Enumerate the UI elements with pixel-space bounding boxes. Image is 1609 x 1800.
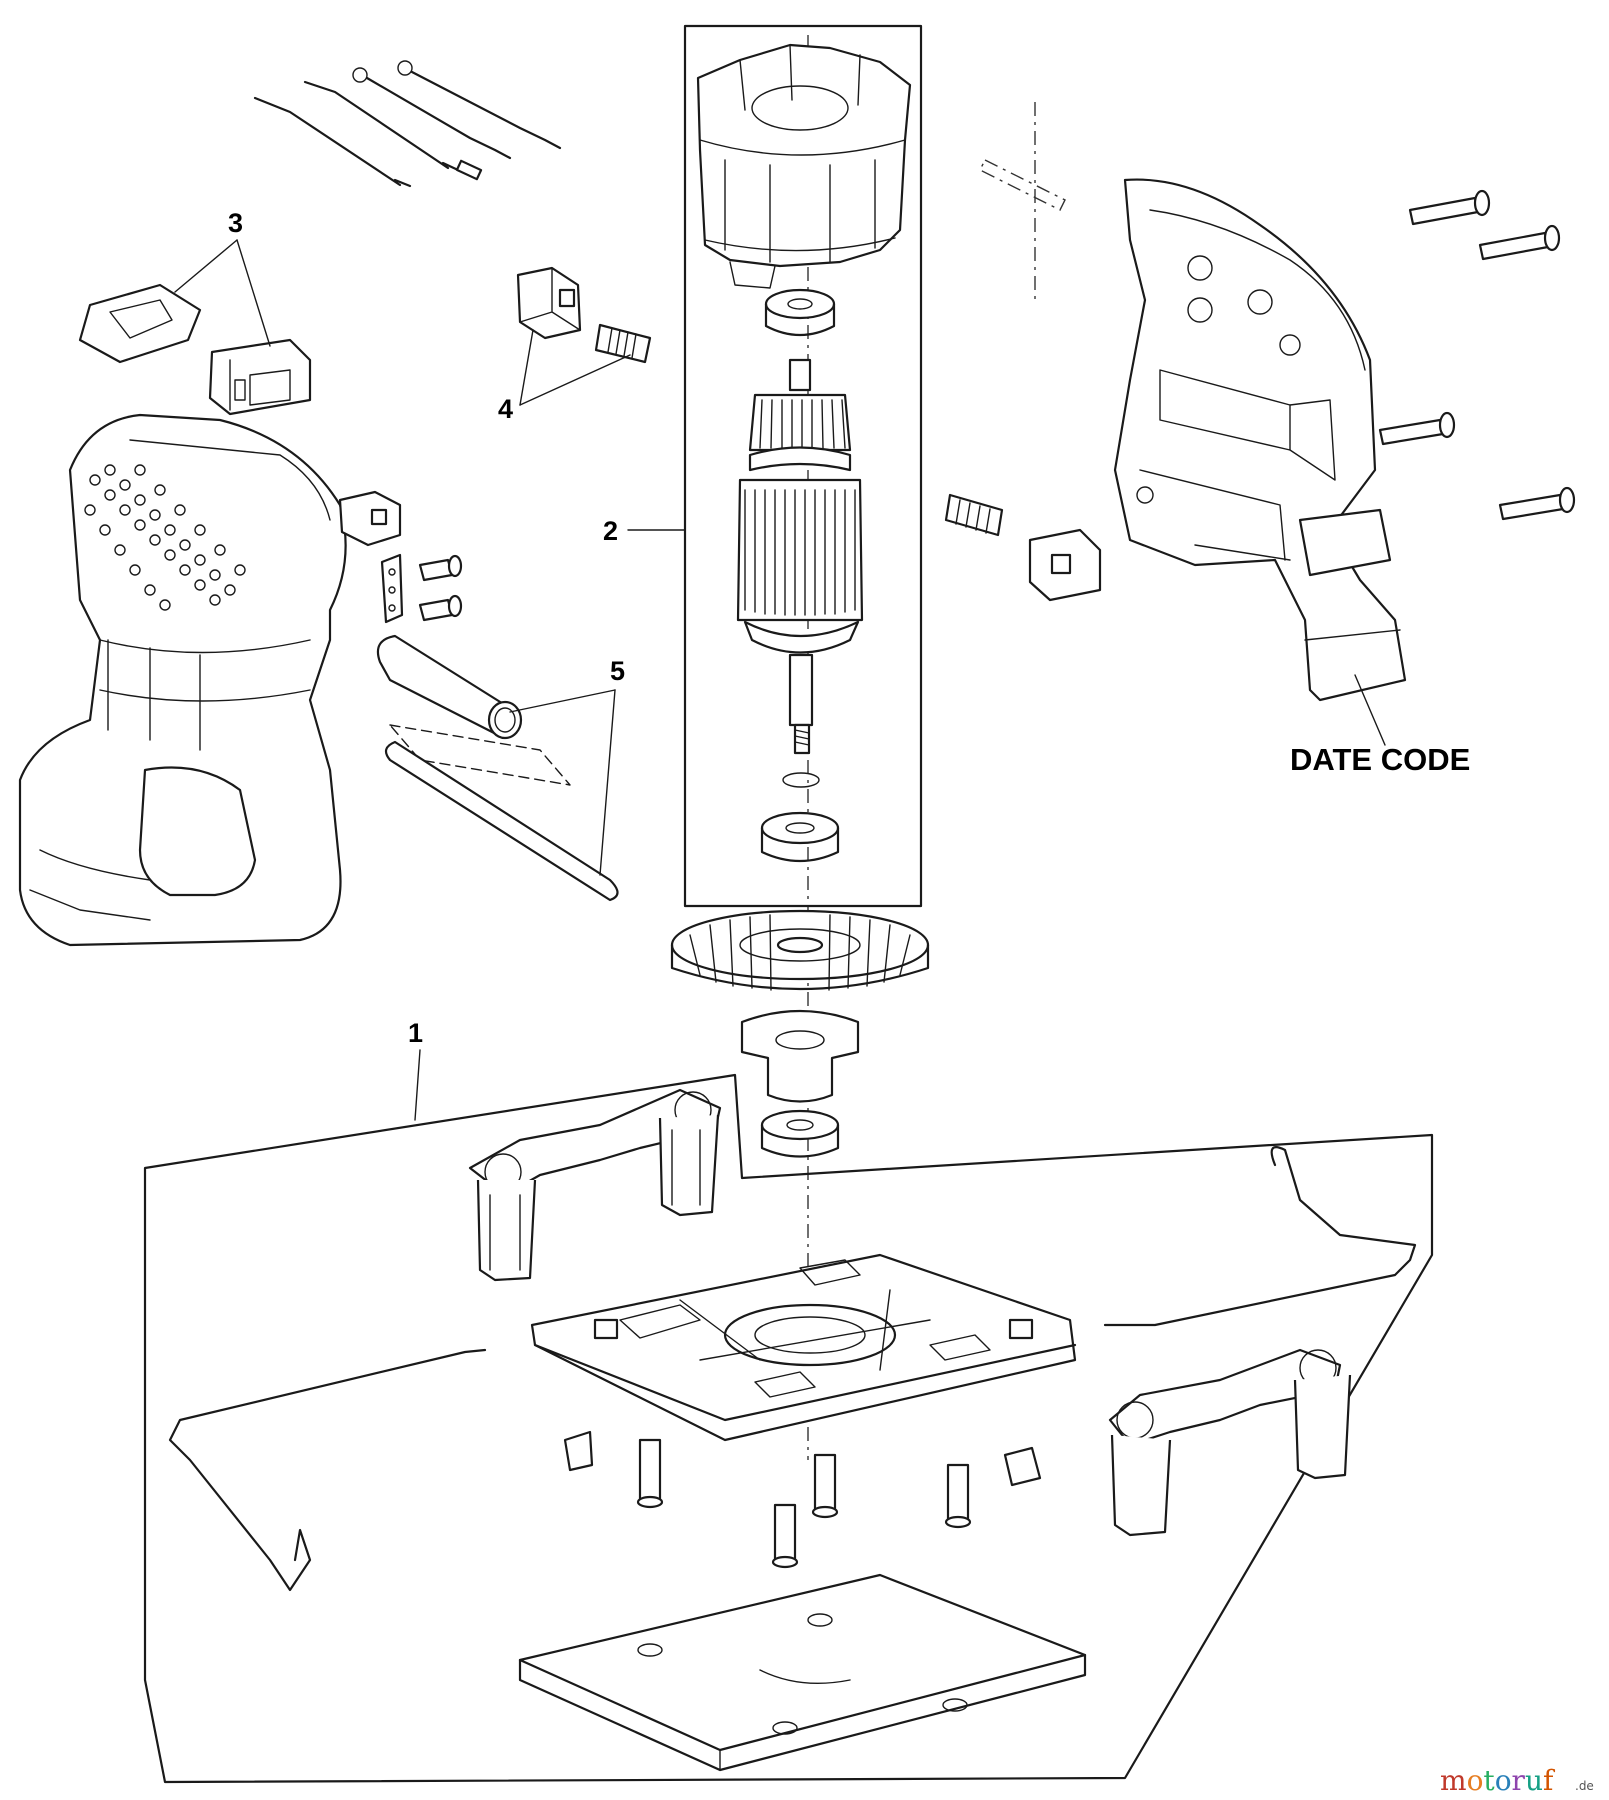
- date-code-label: DATE CODE: [1290, 742, 1470, 777]
- bottom-bearing: [760, 1109, 840, 1158]
- wire-spring-left: [168, 1348, 487, 1592]
- callout-4-leader-a: [519, 329, 534, 406]
- callout-1-leader: [414, 1049, 421, 1121]
- watermark-letter: f: [1543, 1764, 1556, 1797]
- base-assembly-outline: [143, 1073, 1434, 1784]
- snap-ring: [782, 772, 820, 788]
- lower-bearing: [760, 811, 840, 863]
- callout-2-label: 2: [603, 516, 618, 546]
- switch-and-plate: [78, 283, 312, 416]
- cooling-fan: [670, 909, 930, 991]
- screws-left: [418, 554, 463, 622]
- watermark-letter: u: [1525, 1764, 1543, 1797]
- field-housing: [696, 43, 912, 289]
- watermark-letter: o: [1467, 1764, 1484, 1797]
- callout-3-leader-b: [236, 239, 271, 347]
- callout-4-label: 4: [498, 394, 513, 424]
- right-axis-guide: [979, 102, 1066, 300]
- right-housing: [1113, 178, 1407, 702]
- sanding-pad: [518, 1573, 1087, 1772]
- callout-1-label: 1: [408, 1018, 423, 1048]
- armature: [736, 358, 864, 755]
- sleeve-and-shaft: [376, 634, 619, 902]
- brush-holder-left: [338, 490, 402, 547]
- callout-3-leader-a: [174, 239, 238, 293]
- callout-3-label: 3: [228, 208, 243, 238]
- platen-fasteners: [563, 1430, 1042, 1569]
- callout-5-label: 5: [610, 656, 625, 686]
- watermark-brand: motoruf: [1440, 1764, 1556, 1797]
- watermark-letter: m: [1440, 1764, 1467, 1797]
- right-leg-pair: [1108, 1348, 1352, 1537]
- upper-bearing: [764, 288, 836, 336]
- left-leg-pair: [468, 1088, 722, 1282]
- watermark: motoruf .de: [1440, 1764, 1594, 1797]
- watermark-letter: o: [1495, 1764, 1512, 1797]
- base-platen: [530, 1253, 1077, 1442]
- callout-5-leader-a: [509, 689, 616, 713]
- motor-assembly-box: [683, 24, 923, 908]
- brush-holder: [516, 266, 652, 364]
- wire-spring-right: [1103, 1146, 1417, 1327]
- watermark-tld: .de: [1575, 1779, 1594, 1793]
- screws-right: [1378, 189, 1576, 521]
- watermark-letter: t: [1483, 1764, 1495, 1797]
- brush-right: [944, 493, 1102, 602]
- left-housing: [18, 413, 347, 947]
- date-code-leader: [1354, 674, 1386, 746]
- grip-texture: [84, 464, 246, 611]
- callout-4-leader-b: [519, 354, 631, 406]
- callout-5-leader-b: [599, 689, 616, 876]
- wire-leads: [253, 60, 562, 188]
- counterweight: [740, 1009, 860, 1103]
- watermark-letter: r: [1512, 1764, 1526, 1797]
- clamp-plate: [380, 553, 404, 624]
